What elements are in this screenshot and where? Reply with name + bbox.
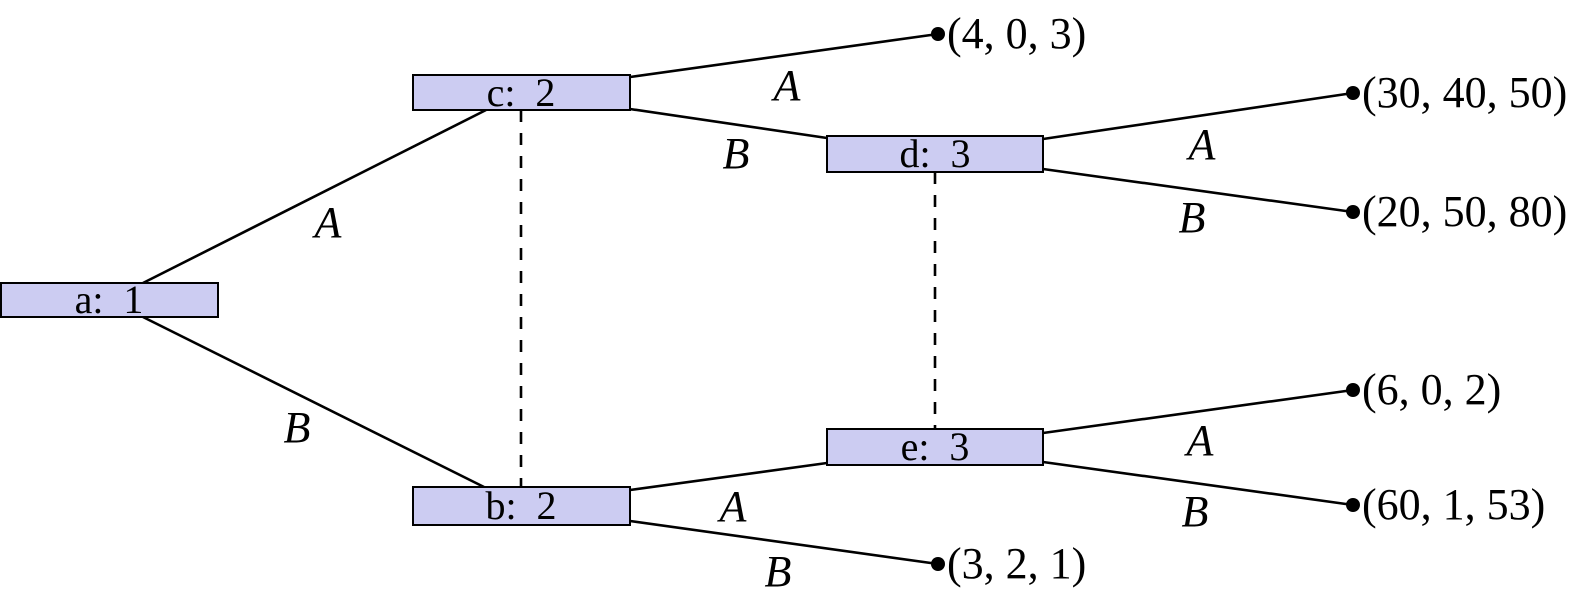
terminal-dot-5 [1346, 498, 1360, 512]
node-c-box [412, 74, 631, 111]
node-e-box [826, 428, 1044, 466]
edge-b-e-label: A [717, 482, 748, 531]
edge-a-c-label: A [312, 198, 343, 247]
edge-d-terminal2-line [1042, 91, 1354, 141]
terminal-dot-2 [1346, 86, 1360, 100]
node-a-box [0, 282, 219, 318]
terminal-dot-4 [1346, 383, 1360, 397]
node-a-label: a: 1 [75, 277, 144, 322]
edge-e-terminal4-label: A [1184, 416, 1215, 465]
terminal-payoff-5: (60, 1, 53) [1362, 480, 1545, 529]
edge-d-terminal3-line [1042, 167, 1354, 214]
node-e-label: e: 3 [901, 424, 970, 469]
node-d-label: d: 3 [899, 131, 970, 176]
terminal-dot-3 [1346, 205, 1360, 219]
terminal-payoff-3: (20, 50, 80) [1362, 187, 1567, 236]
edge-d-terminal3-label: B [1179, 193, 1206, 242]
terminal-dot-6 [931, 557, 945, 571]
edge-d-terminal2-label: A [1186, 120, 1217, 169]
node-b-label: b: 2 [485, 483, 556, 528]
node-b-box [412, 486, 631, 526]
edge-c-terminal1-line [629, 32, 939, 79]
edge-c-d-label: B [723, 129, 750, 178]
terminal-dot-1 [931, 27, 945, 41]
terminal-payoff-1: (4, 0, 3) [947, 9, 1086, 58]
node-c-label: c: 2 [487, 70, 556, 115]
edge-a-b-label: B [284, 403, 311, 452]
terminal-payoff-2: (30, 40, 50) [1362, 68, 1567, 117]
edge-e-terminal5-line [1042, 460, 1354, 507]
edge-b-terminal6-line [629, 519, 939, 566]
edge-c-terminal1-label: A [771, 61, 802, 110]
terminal-payoff-6: (3, 2, 1) [947, 539, 1086, 588]
edge-e-terminal4-line [1042, 388, 1354, 435]
edge-c-d-line [629, 107, 828, 140]
node-d-box [826, 135, 1044, 173]
edge-b-terminal6-label: B [765, 547, 792, 596]
edge-a-b-line [142, 315, 485, 489]
terminal-payoff-4: (6, 0, 2) [1362, 365, 1501, 414]
edge-b-e-line [629, 461, 828, 492]
edge-a-c-line [142, 108, 487, 285]
edge-e-terminal5-label: B [1182, 487, 1209, 536]
